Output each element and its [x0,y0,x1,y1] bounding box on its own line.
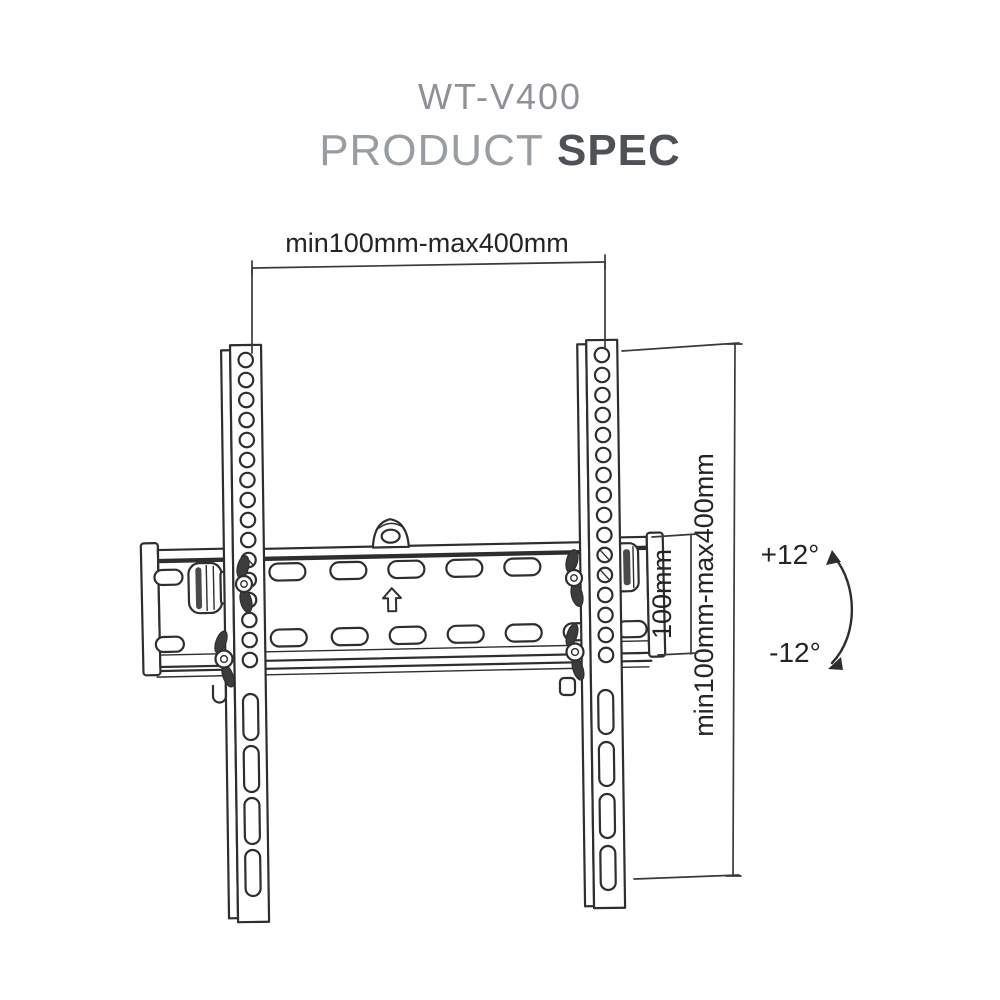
page-title-spec: SPEC [556,126,681,175]
dimension-right-height: min100mm-max400mm [621,342,743,880]
right-height-label: min100mm-max400mm [689,453,719,737]
hook-tab [371,518,410,549]
tilt-down-label: -12° [769,637,821,668]
right-rail-slots [597,688,617,892]
model-number: WT-V400 [417,76,583,117]
tilt-arc-arrow [830,556,854,665]
right-rail-holes [593,346,615,664]
top-width-label: min100mm-max400mm [285,228,569,258]
wing-nut-left-lower [211,630,235,704]
page-title: PRODUCT SPEC [0,126,1000,176]
wing-nut-left-upper [234,555,254,613]
title-block: WT-V400 PRODUCT SPEC [0,76,1000,176]
wing-nut-right-upper [564,549,584,607]
left-rail-slots [241,692,262,898]
plate-height-label: 100mm [647,549,677,639]
tilt-angle-annotation: +12° -12° [761,539,854,670]
page-title-product: PRODUCT [319,126,544,175]
right-mounting-rail [576,338,627,910]
safety-hook-right [558,676,577,697]
dimension-top-width: min100mm-max400mm [251,228,606,354]
safety-hook-left [211,684,228,704]
tilt-up-label: +12° [761,539,820,570]
up-arrow-icon [381,587,402,613]
dimension-plate-height: 100mm [647,533,698,656]
left-mounting-rail [219,343,271,924]
plate-slots-top-row [268,557,542,582]
wing-nut-right-lower [558,623,585,697]
